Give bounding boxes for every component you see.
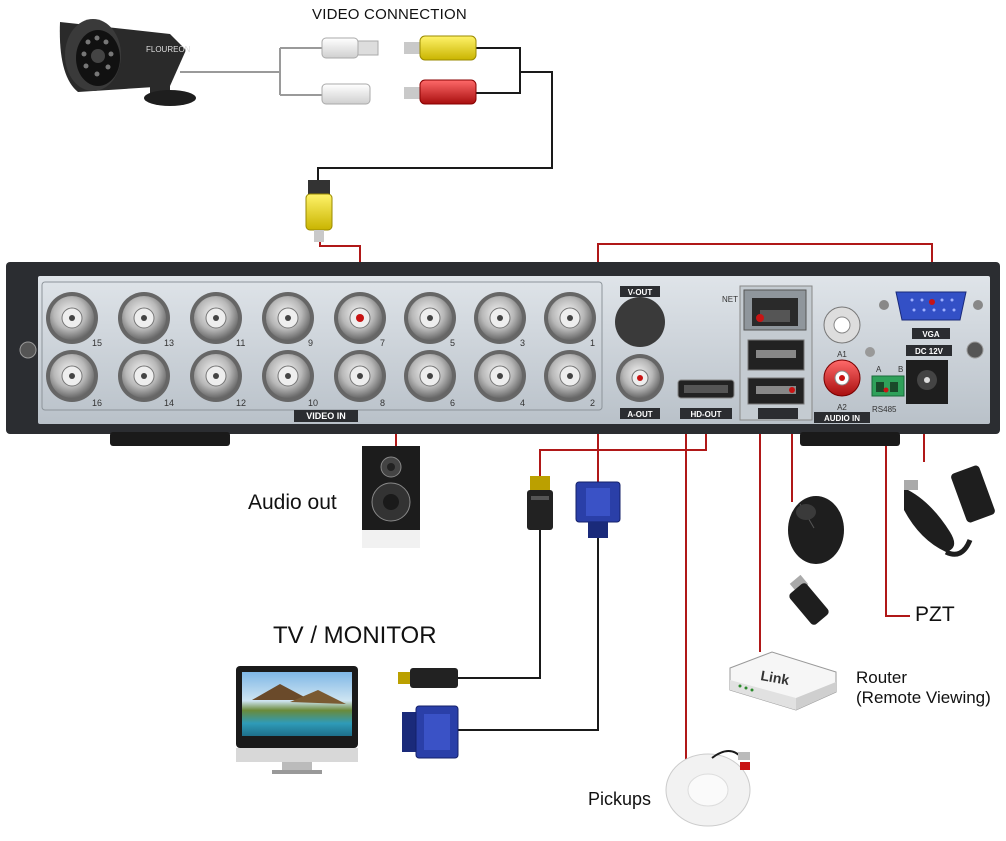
pzt-label: PZT — [915, 603, 955, 626]
channel-number: 9 — [308, 338, 313, 348]
channel-number: 10 — [308, 398, 318, 408]
bnc-port — [118, 350, 170, 402]
dc-label: DC 12V — [915, 347, 944, 356]
pickup-microphone — [665, 750, 751, 827]
channel-number: 15 — [92, 338, 102, 348]
bnc-port — [404, 292, 456, 344]
mouse — [788, 496, 844, 564]
net-usb-block: NET — [722, 285, 813, 421]
speaker — [362, 446, 420, 548]
net-label: NET — [722, 295, 738, 304]
video-connection-title: VIDEO CONNECTION — [312, 6, 467, 23]
channel-number: 11 — [236, 338, 245, 348]
rs485-wire — [885, 392, 910, 617]
bnc-port — [544, 350, 596, 402]
channel-numbers: 15 13 11 9 7 5 3 1 16 14 12 10 8 6 4 2 — [92, 338, 595, 408]
white-rca-male — [321, 83, 371, 105]
router-label: Router (Remote Viewing) — [856, 668, 991, 708]
channel-number: 8 — [380, 398, 385, 408]
yellow-rca-plug — [404, 35, 477, 61]
bnc-port — [404, 350, 456, 402]
bnc-port — [262, 350, 314, 402]
rs485-port: A B RS485 — [871, 365, 905, 414]
vga-port: VGA — [879, 291, 983, 339]
channel-number: 14 — [164, 398, 174, 408]
rs485-b-label: B — [898, 365, 903, 374]
channel-number: 5 — [450, 338, 455, 348]
bnc-port — [334, 292, 386, 344]
dc-power-port: DC 12V — [906, 345, 952, 404]
channel-number: 1 — [590, 338, 595, 348]
bnc-port — [474, 292, 526, 344]
camera-brand: FLOUREON — [146, 45, 191, 54]
hdmi-plug — [527, 476, 553, 530]
channel-number: 6 — [450, 398, 455, 408]
audio-in-label: AUDIO IN — [824, 414, 860, 423]
rca-connectors — [305, 35, 477, 242]
channel-number: 3 — [520, 338, 525, 348]
a1-label: A1 — [837, 350, 847, 359]
bnc-port — [118, 292, 170, 344]
bnc-port — [544, 292, 596, 344]
router-label-line1: Router — [856, 668, 908, 687]
v-out-port: V-OUT — [615, 286, 665, 347]
video-feed-wire — [317, 47, 553, 180]
video-in-bottom-row — [46, 350, 596, 402]
monitor-vga-plug — [402, 705, 459, 759]
a-out-label: A-OUT — [627, 410, 652, 419]
audio-out-label: Audio out — [248, 491, 337, 514]
red-rca-plug — [404, 79, 477, 105]
cctv-camera: FLOUREON — [59, 19, 196, 106]
channel-number: 7 — [380, 338, 385, 348]
router-label-line2: (Remote Viewing) — [856, 688, 991, 707]
rs485-label: RS485 — [872, 405, 897, 414]
vga-label: VGA — [922, 330, 940, 339]
video-in-label: VIDEO IN — [306, 411, 346, 421]
bnc-port — [190, 350, 242, 402]
power-adapter — [904, 465, 995, 557]
usb-dongle — [789, 574, 829, 625]
channel-number: 12 — [236, 398, 246, 408]
yellow-video-plug — [305, 180, 333, 242]
tv-monitor-label: TV / MONITOR — [273, 622, 437, 649]
hdmi-cable — [458, 530, 541, 679]
channel-number: 16 — [92, 398, 102, 408]
channel-number: 13 — [164, 338, 174, 348]
channel-number: 2 — [590, 398, 595, 408]
bnc-port — [46, 350, 98, 402]
a2-label: A2 — [837, 403, 847, 412]
bnc-port — [474, 350, 526, 402]
channel-number: 4 — [520, 398, 525, 408]
vga-plug — [575, 481, 621, 538]
pickups-label: Pickups — [588, 789, 652, 809]
rs485-a-label: A — [876, 365, 882, 374]
white-rca-female — [321, 37, 379, 59]
camera-splitter-wire — [180, 47, 322, 96]
router: Link — [729, 651, 837, 711]
hd-out-port: HD-OUT — [677, 379, 735, 419]
video-in-label-bg — [294, 410, 358, 422]
router-brand: Link — [759, 667, 790, 688]
hd-out-label: HD-OUT — [690, 410, 721, 419]
v-out-label: V-OUT — [628, 288, 653, 297]
tv-monitor — [236, 666, 358, 774]
audio-in-block: A1 A2 AUDIO IN — [814, 306, 875, 423]
bnc-port — [46, 292, 98, 344]
bnc-port — [262, 292, 314, 344]
vga-cable — [458, 538, 599, 731]
a-out-port: A-OUT — [616, 354, 664, 419]
video-in-top-row — [46, 292, 596, 344]
bnc-port — [190, 292, 242, 344]
monitor-hdmi-plug — [398, 668, 458, 688]
bnc-port — [334, 350, 386, 402]
